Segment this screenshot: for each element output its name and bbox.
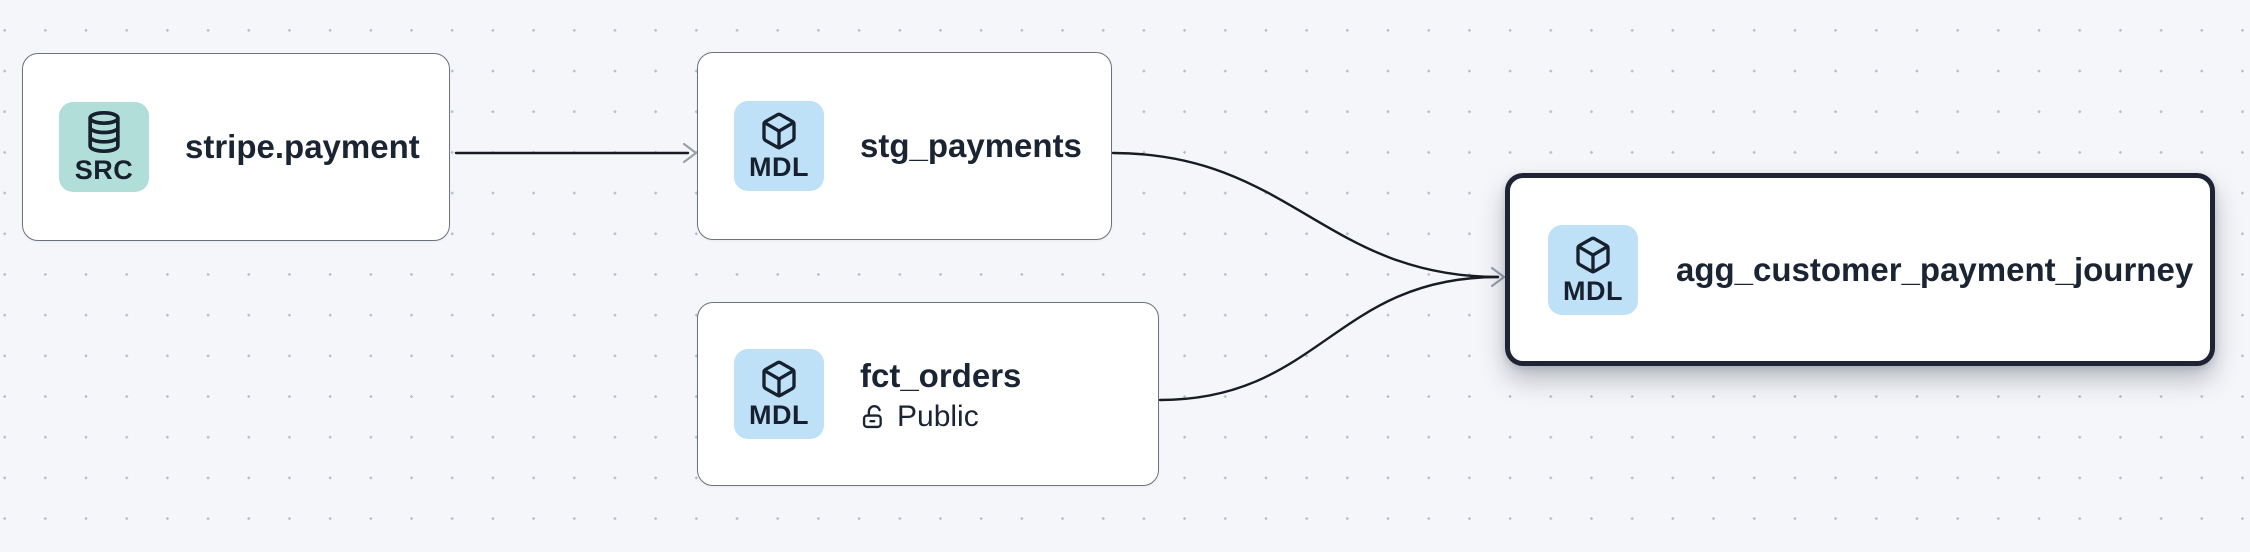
node-text: stripe.payment <box>185 127 420 167</box>
lock-open-icon <box>862 405 882 429</box>
cube-icon <box>1576 236 1610 273</box>
badge-label: MDL <box>1563 275 1623 306</box>
source-type-badge: SRC <box>59 102 149 192</box>
edge-fct-to-agg <box>1158 275 1500 402</box>
edge-stg-to-agg <box>1111 151 1500 279</box>
node-title: stripe.payment <box>185 128 420 166</box>
arrowhead-icon <box>1490 266 1506 288</box>
badge-label: MDL <box>749 400 809 430</box>
badge-label: MDL <box>749 152 809 182</box>
node-text: agg_customer_payment_journey <box>1676 250 2194 290</box>
node-text: stg_payments <box>860 126 1082 166</box>
model-type-badge: MDL <box>734 101 824 191</box>
node-text: fct_orders Public <box>860 356 1021 433</box>
arrowhead-icon <box>682 142 698 164</box>
node-stg-payments[interactable]: MDL stg_payments <box>697 52 1112 240</box>
node-agg-customer-payment-journey[interactable]: MDL agg_customer_payment_journey <box>1505 173 2215 366</box>
access-row: Public <box>860 402 1021 432</box>
database-icon <box>88 111 120 153</box>
cube-icon <box>762 360 796 398</box>
model-type-badge: MDL <box>734 349 824 439</box>
node-fct-orders[interactable]: MDL fct_orders Public <box>697 302 1159 486</box>
cube-icon <box>762 112 796 150</box>
access-label: Public <box>897 400 979 434</box>
node-stripe-payment[interactable]: SRC stripe.payment <box>22 53 450 241</box>
node-title: agg_customer_payment_journey <box>1676 250 2194 288</box>
model-type-badge: MDL <box>1548 224 1638 315</box>
node-title: fct_orders <box>860 356 1022 394</box>
badge-label: SRC <box>74 155 134 185</box>
node-title: stg_payments <box>860 127 1082 165</box>
